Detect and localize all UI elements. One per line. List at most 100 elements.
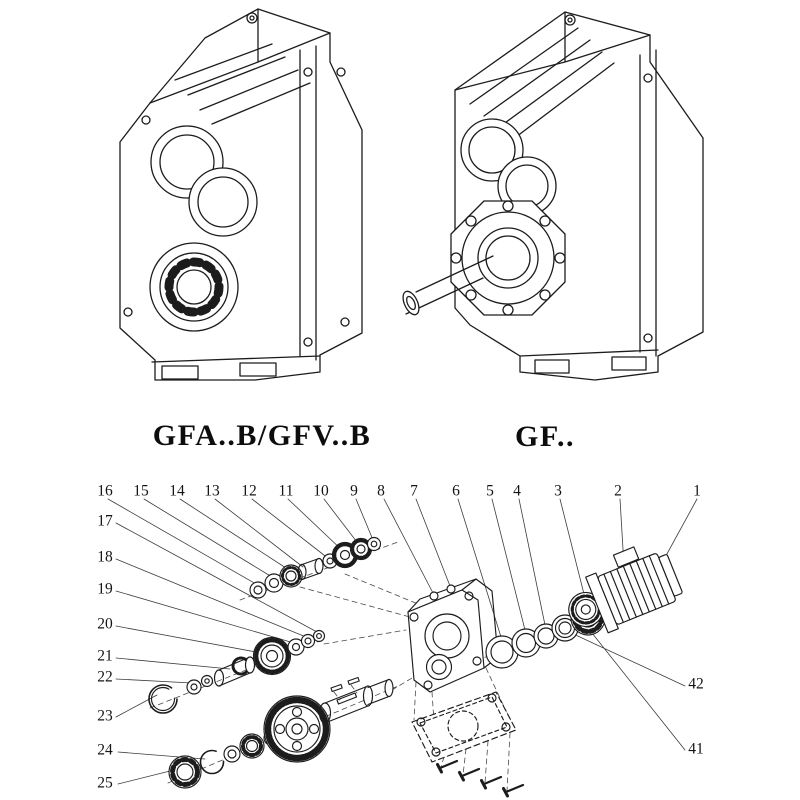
model-label-gf: GF.. bbox=[515, 420, 575, 453]
callout-9: 9 bbox=[350, 482, 358, 500]
flange-bolt-hole bbox=[539, 215, 551, 227]
callout-20: 20 bbox=[97, 615, 113, 633]
callout-15: 15 bbox=[133, 482, 149, 500]
shaft-end-cap bbox=[402, 290, 420, 316]
gasket-and-bolts bbox=[411, 691, 525, 798]
bolt-icon bbox=[438, 759, 459, 770]
callout-5: 5 bbox=[486, 482, 494, 500]
gearbox-drawing-gfab-gfvb bbox=[119, 8, 363, 381]
callout-23: 23 bbox=[97, 707, 113, 725]
bolt-icon bbox=[460, 767, 481, 778]
callout-21: 21 bbox=[97, 647, 113, 665]
mounting-foot bbox=[239, 362, 277, 377]
bearing-bore bbox=[424, 613, 470, 659]
gearbox-drawing-gf bbox=[402, 11, 704, 381]
flange-bolt-hole bbox=[465, 289, 477, 301]
exploded-diagram bbox=[148, 536, 683, 798]
gear-housing bbox=[407, 578, 499, 693]
callout-1: 1 bbox=[693, 482, 701, 500]
flange-bolt-hole bbox=[554, 252, 566, 264]
cooling-ribs bbox=[174, 43, 311, 125]
side-flange-panel bbox=[639, 49, 657, 357]
oil-plug-icon bbox=[564, 14, 576, 26]
terminal-box bbox=[612, 546, 640, 568]
motor-unit bbox=[568, 546, 683, 634]
flange-bolt-hole bbox=[539, 289, 551, 301]
callout-41: 41 bbox=[688, 740, 704, 758]
callout-42: 42 bbox=[688, 675, 704, 693]
callout-18: 18 bbox=[97, 548, 113, 566]
base-line bbox=[151, 355, 321, 363]
flange-bolt-hole bbox=[502, 304, 514, 316]
flange-bolt-hole bbox=[465, 215, 477, 227]
oil-plug-icon bbox=[246, 12, 258, 24]
housing-ridge-lines bbox=[149, 8, 331, 104]
callout-13: 13 bbox=[204, 482, 220, 500]
housing-lug bbox=[423, 680, 433, 690]
input-gear-set bbox=[249, 536, 382, 599]
bolt-icon bbox=[303, 67, 313, 77]
keyway bbox=[336, 692, 358, 705]
callout-17: 17 bbox=[97, 512, 113, 530]
housing-lug bbox=[472, 656, 482, 666]
mounting-foot bbox=[611, 356, 647, 371]
shaft-key bbox=[347, 676, 360, 686]
assembly-axis-lines bbox=[149, 541, 601, 792]
bolt-icon bbox=[340, 317, 350, 327]
hollow-bore-lower bbox=[188, 167, 258, 237]
bolt-icon bbox=[643, 333, 653, 343]
intermediate-gear bbox=[252, 636, 292, 676]
callout-6: 6 bbox=[452, 482, 460, 500]
callout-4: 4 bbox=[513, 482, 521, 500]
output-bearing bbox=[149, 242, 239, 332]
side-flange-panel bbox=[299, 45, 317, 361]
callout-24: 24 bbox=[97, 741, 113, 759]
bolt-icon bbox=[504, 783, 525, 794]
flange-bolt-hole bbox=[502, 200, 514, 212]
housing-outline bbox=[119, 8, 363, 381]
callout-8: 8 bbox=[377, 482, 385, 500]
leader-lines bbox=[107, 498, 698, 785]
callout-16: 16 bbox=[97, 482, 113, 500]
callout-14: 14 bbox=[169, 482, 185, 500]
housing-lug bbox=[409, 612, 419, 622]
pinion-shaft bbox=[213, 669, 225, 687]
callout-3: 3 bbox=[554, 482, 562, 500]
shaft-key bbox=[330, 683, 343, 693]
motor-fins bbox=[603, 555, 670, 623]
bolt-icon bbox=[643, 73, 653, 83]
bolt-icon bbox=[123, 307, 133, 317]
housing-outline bbox=[454, 11, 704, 381]
mounting-foot bbox=[534, 359, 570, 374]
snap-ring bbox=[199, 749, 225, 775]
bolt-icon bbox=[336, 67, 346, 77]
vent-plug bbox=[429, 591, 439, 601]
callout-10: 10 bbox=[313, 482, 329, 500]
callout-7: 7 bbox=[410, 482, 418, 500]
mounting-foot bbox=[161, 365, 199, 380]
housing-ridge-lines bbox=[454, 11, 651, 91]
screw-plug bbox=[446, 584, 456, 594]
callout-19: 19 bbox=[97, 580, 113, 598]
bolt-icon bbox=[141, 115, 151, 125]
bolt-icon bbox=[482, 775, 503, 786]
callout-2: 2 bbox=[614, 482, 622, 500]
cooling-ribs bbox=[469, 27, 615, 141]
base-line bbox=[519, 349, 659, 357]
output-shaft-set bbox=[168, 676, 394, 789]
intermediate-shaft-set bbox=[148, 629, 326, 714]
callout-22: 22 bbox=[97, 668, 113, 686]
snap-ring bbox=[148, 684, 178, 714]
callout-12: 12 bbox=[241, 482, 257, 500]
housing-lug bbox=[464, 591, 474, 601]
bearing-balls bbox=[164, 257, 224, 317]
model-label-gfab-gfvb: GFA..B/GFV..B bbox=[152, 419, 372, 452]
bolt-icon bbox=[303, 337, 313, 347]
output-flange bbox=[450, 200, 566, 316]
callout-25: 25 bbox=[97, 774, 113, 792]
flange-bolt-hole bbox=[450, 252, 462, 264]
gasket bbox=[411, 691, 517, 763]
callout-11: 11 bbox=[278, 482, 294, 500]
